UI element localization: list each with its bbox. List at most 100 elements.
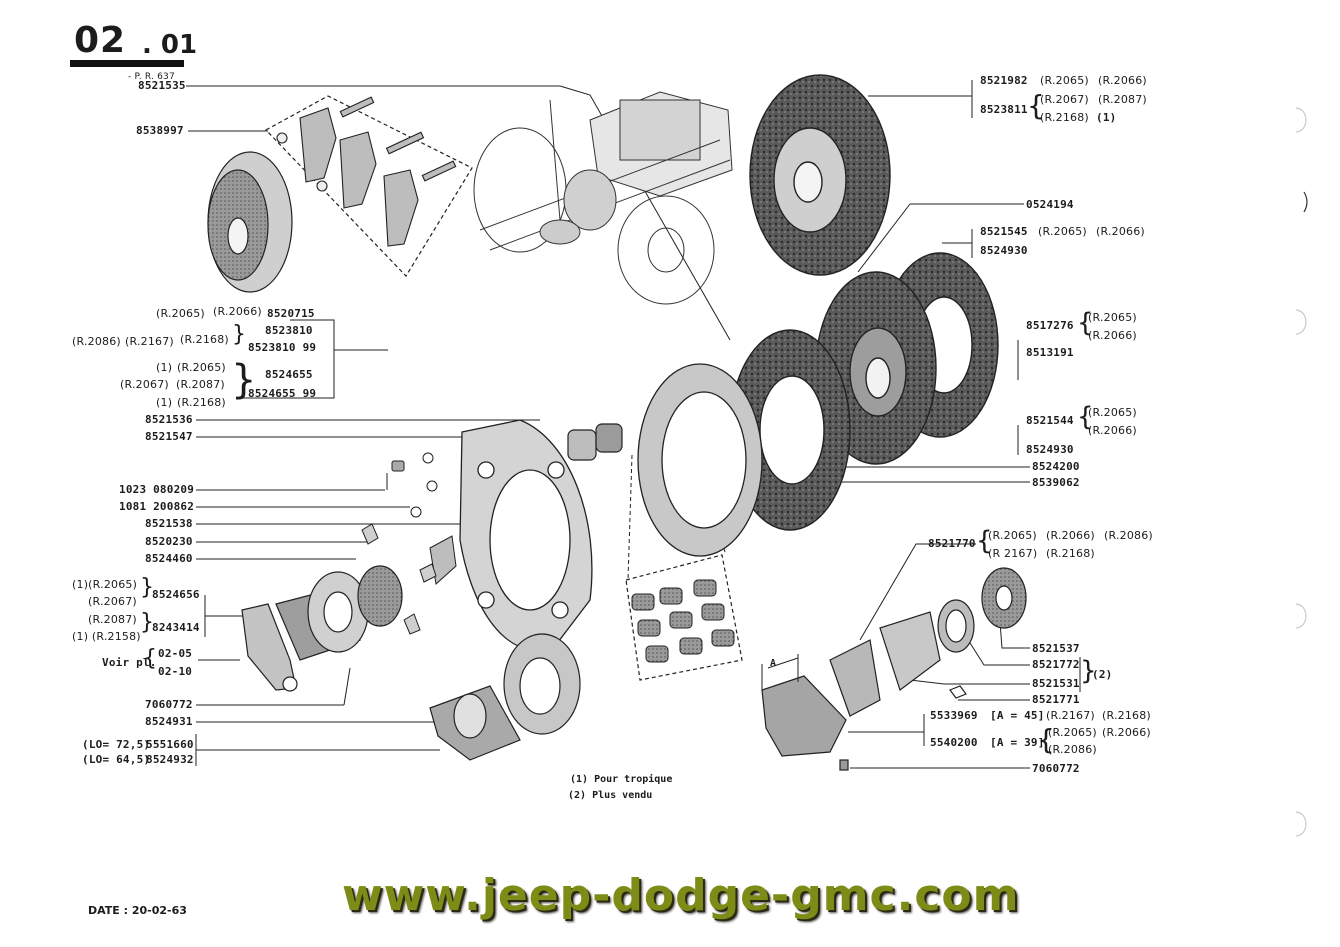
- vehicle-chassis-sketch: [473, 91, 733, 305]
- part-8521535: 8521535: [138, 79, 186, 92]
- ref-r2086: (R.2086): [72, 335, 121, 348]
- mark-1: (1): [156, 361, 173, 374]
- intermediate-plate: [637, 363, 763, 557]
- part-5551660: 5551660: [146, 738, 194, 751]
- friction-discs: [729, 252, 999, 531]
- see-plate-label: Voir pl.: [102, 656, 157, 669]
- part-8521544: 8521544: [1026, 414, 1074, 427]
- part-8521545: 8521545: [980, 225, 1028, 238]
- ref-r2065: (R.2065): [1088, 311, 1137, 324]
- mark-1: (1): [156, 396, 173, 409]
- mark-1: (1): [1096, 111, 1117, 124]
- pressure-springs: [631, 579, 735, 663]
- ref-r2066: (R.2066): [1096, 225, 1145, 238]
- part-8523811: 8523811: [980, 103, 1028, 116]
- ref-r2066: (R.2066): [1088, 424, 1137, 437]
- release-levers: [276, 96, 457, 247]
- part-8524460: 8524460: [145, 552, 193, 565]
- brace: {: [1077, 402, 1094, 432]
- part-8517276: 8517276: [1026, 319, 1074, 332]
- part-8524655: 8524655: [265, 368, 313, 381]
- part-8520230: 8520230: [145, 535, 193, 548]
- ref-r2067: (R.2067): [120, 378, 169, 391]
- clutch-cover-assembly: [207, 151, 293, 293]
- ref-r2086: (R.2086): [1048, 743, 1097, 756]
- website-watermark: www.jeep-dodge-gmc.com: [342, 870, 1020, 921]
- brace: }: [232, 322, 246, 347]
- ref-r2066: (R.2066): [1046, 529, 1095, 542]
- brace: {: [1037, 723, 1055, 756]
- part-1081-200862: 1081 200862: [119, 500, 195, 513]
- ref-r2067: (R.2067): [1040, 93, 1089, 106]
- part-8524932: 8524932: [146, 753, 194, 766]
- mark-2: (2): [1092, 668, 1113, 681]
- see-plate-02-05[interactable]: 02-05: [158, 647, 193, 660]
- ref-1-r2065: (1)(R.2065): [72, 578, 138, 591]
- ref-r2168: (R.2168): [1040, 111, 1089, 124]
- ref-r2065: (R.2065): [1088, 406, 1137, 419]
- guide-bushing: [567, 423, 623, 461]
- ref-r2087: (R.2087): [88, 613, 137, 626]
- lo-72-5: (LO= 72,5): [82, 738, 151, 751]
- ref-r2168: (R.2168): [180, 333, 229, 346]
- see-plate-02-10[interactable]: 02-10: [158, 665, 193, 678]
- part-8521771: 8521771: [1032, 693, 1080, 706]
- part-8538997: 8538997: [136, 124, 184, 137]
- part-8524655-99: 8524655 99: [248, 387, 317, 400]
- ref-r2086: (R.2086): [1104, 529, 1153, 542]
- part-8524930: 8524930: [1026, 443, 1074, 456]
- part-1023-080209: 1023 080209: [119, 483, 195, 496]
- pressure-plate: [459, 419, 593, 652]
- plate-reference: - P. R. 637: [128, 72, 175, 82]
- part-8524656: 8524656: [152, 588, 200, 601]
- part-0524194: 0524194: [1026, 198, 1074, 211]
- section-number: 02: [74, 20, 127, 61]
- ref-r2167: (R.2167): [1046, 709, 1095, 722]
- ref-r2065: (R.2065): [156, 307, 205, 320]
- part-8539062: 8539062: [1032, 476, 1080, 489]
- brace: {: [143, 646, 157, 671]
- dim-a-39: [A = 39]: [990, 736, 1045, 749]
- subsection-number: . 01: [142, 30, 198, 60]
- ref-r2065: (R.2065): [988, 529, 1037, 542]
- part-8524200: 8524200: [1032, 460, 1080, 473]
- ref-r2065: (R.2065): [1040, 74, 1089, 87]
- ref-r2167: (R.2167): [125, 335, 174, 348]
- ref-r2067: (R.2067): [88, 595, 137, 608]
- release-fork-assembly: [761, 567, 1027, 771]
- ref-1-r2158: (1) (R.2158): [72, 630, 141, 643]
- ref-r2065: (R.2065): [1038, 225, 1087, 238]
- brace: }: [140, 575, 154, 600]
- ref-r2066: (R.2066): [213, 305, 262, 318]
- ref-r2066: (R.2066): [1102, 726, 1151, 739]
- throwout-bearing: [429, 633, 581, 761]
- ref-r2066: (R.2066): [1088, 329, 1137, 342]
- ref-r2168: (R.2168): [177, 396, 226, 409]
- part-8524930: 8524930: [980, 244, 1028, 257]
- ref-r2087: (R.2087): [1098, 93, 1147, 106]
- brace: {: [976, 526, 993, 556]
- small-fasteners: [361, 452, 457, 635]
- ref-r2065: (R.2065): [1048, 726, 1097, 739]
- note-tropique: (1) Pour tropique: [570, 774, 673, 785]
- ref-r2065: (R.2065): [177, 361, 226, 374]
- part-8521772: 8521772: [1032, 658, 1080, 671]
- part-7060772: 7060772: [1032, 762, 1080, 775]
- part-8523810-99: 8523810 99: [248, 341, 317, 354]
- part-8521770: 8521770: [928, 537, 976, 550]
- part-8521982: 8521982: [980, 74, 1028, 87]
- title-underline: [70, 60, 184, 67]
- ref-r2167: (R 2167): [988, 547, 1038, 560]
- dim-a-45: [A = 45]: [990, 709, 1045, 722]
- part-8521531: 8521531: [1032, 677, 1080, 690]
- part-8523810: 8523810: [265, 324, 313, 337]
- ref-r2066: (R.2066): [1098, 74, 1147, 87]
- part-5540200: 5540200: [930, 736, 978, 749]
- part-5533969: 5533969: [930, 709, 978, 722]
- part-7060772: 7060772: [145, 698, 193, 711]
- brace: }: [1080, 656, 1097, 686]
- part-8513191: 8513191: [1026, 346, 1074, 359]
- part-8524931: 8524931: [145, 715, 193, 728]
- note-plus-vendu: (2) Plus vendu: [568, 790, 653, 801]
- part-8521537: 8521537: [1032, 642, 1080, 655]
